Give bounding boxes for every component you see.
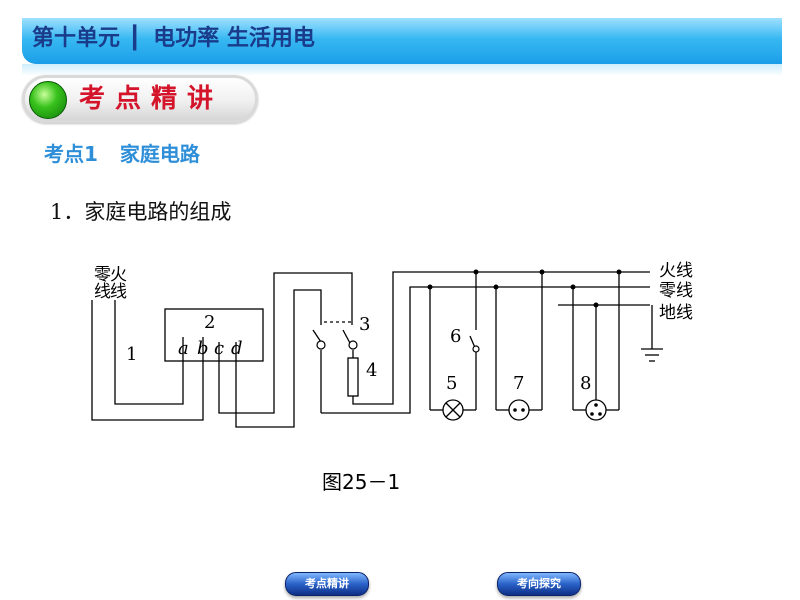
label-left-neutral: 零线 [90,265,111,299]
label-num-5: 5 [446,373,457,394]
header-bar [22,18,782,76]
item-heading: 1．家庭电路的组成 [50,200,232,224]
label-right-neutral: 零线 [659,281,693,301]
label-num-7: 7 [513,373,524,394]
header-title: 第十单元 ┃ 电功率 生活用电 [32,22,315,56]
nav-button-exploration[interactable]: 考向探究 [497,572,581,596]
subheading-number: 考点1 [44,142,98,166]
three-pin-socket-icon [585,399,607,421]
title-separator: ┃ [128,26,142,51]
section-badge: 考点精讲 [22,75,258,123]
label-num-3: 3 [359,314,370,335]
meter-out-c-wire [218,272,353,414]
subheading-title: 家庭电路 [119,142,200,166]
meter-terminal-d: d [231,338,243,359]
section-badge-label: 考点精讲 [79,84,224,114]
figure-caption: 图25－1 [322,470,401,494]
fused-live-wire [375,271,650,405]
label-right-live: 火线 [659,261,693,281]
meter-terminal-a: a [178,338,189,359]
chapter-title: 电功率 生活用电 [153,26,315,51]
meter-out-d-wire [235,289,322,428]
label-num-6: 6 [450,326,461,347]
neutral-from-switch-wire [321,286,650,414]
label-right-earth: 地线 [659,303,693,323]
nav-button-key-points[interactable]: 考点精讲 [285,572,369,596]
label-num-1: 1 [126,344,137,365]
incoming-live-wire [114,300,184,405]
fuse [347,357,359,397]
label-num-2: 2 [204,312,215,333]
label-num-4: 4 [366,360,377,381]
incoming-neutral-wire [91,300,204,421]
label-left-live: 火线 [106,265,127,299]
two-pin-socket-icon [508,399,530,421]
subheading: 考点1 家庭电路 [44,138,200,167]
label-num-8: 8 [580,373,591,394]
unit-label: 第十单元 [32,26,121,51]
green-dot-icon [29,81,67,119]
meter-terminal-c: c [214,338,224,359]
meter-terminal-b: b [197,338,209,359]
energy-meter-box [164,308,264,362]
